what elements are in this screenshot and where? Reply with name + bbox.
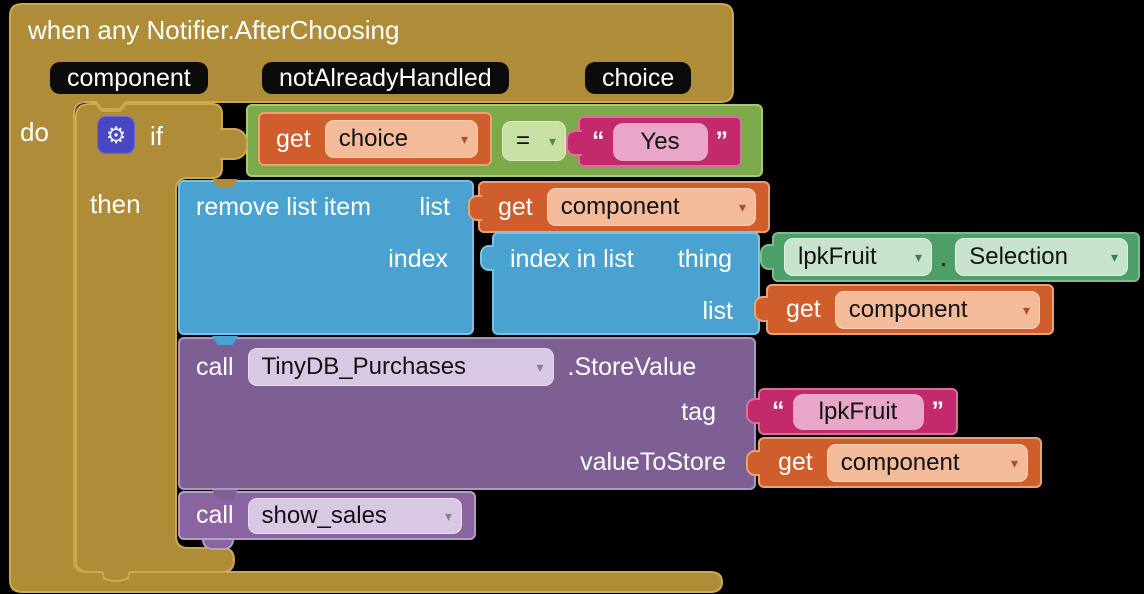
procedure-name: show_sales [261,501,387,529]
if-label: if [150,121,163,151]
open-quote: “ [772,397,785,425]
variable-dropdown[interactable]: component ▾ [826,443,1028,482]
get-component-block[interactable]: get component ▾ [478,181,770,233]
dropdown-arrow-icon: ▾ [1022,301,1030,318]
if-socket-tab [220,128,248,160]
component-dropdown[interactable]: lpkFruit ▾ [784,238,932,276]
call-label: call [196,501,234,529]
dropdown-arrow-icon: ▾ [548,133,556,149]
get-choice-block[interactable]: get choice ▾ [258,112,492,166]
get-label: get [778,448,813,476]
dropdown-arrow-icon: ▾ [460,131,468,147]
close-quote: ” [715,127,729,155]
component-name: TinyDB_Purchases [261,353,467,380]
dropdown-arrow-icon: ▾ [536,359,544,375]
then-label: then [90,189,141,219]
dropdown-arrow-icon: ▾ [738,199,746,215]
open-quote: “ [592,127,605,155]
plug-tab [760,244,774,270]
property-dropdown[interactable]: Selection ▾ [955,238,1128,276]
next-statement-tab [202,537,234,550]
string-value: lpkFruit [818,397,898,425]
plug-tab [566,130,582,156]
plug-tab [468,195,482,221]
dropdown-arrow-icon: ▾ [914,249,922,265]
call-label: call [196,352,234,381]
statement-notch [212,336,238,345]
method-label: .StoreValue [567,352,697,381]
property-dot: . [940,241,948,272]
get-label: get [786,295,821,323]
close-quote: ” [931,397,945,425]
get-component-block[interactable]: get component ▾ [766,284,1054,335]
show-sales-call-block[interactable]: call show_sales ▾ [178,490,476,540]
index-in-list-label: index in list [510,245,634,273]
when-block-title: when any Notifier.AfterChoosing [28,15,400,45]
variable-name: choice [338,125,409,152]
plug-tab [746,450,760,476]
index-in-list-block[interactable]: index in list thing list [492,232,760,335]
procedure-dropdown[interactable]: show_sales ▾ [247,497,462,534]
remove-list-item-block[interactable]: remove list item list index [178,179,474,335]
text-string-tag-block[interactable]: “ lpkFruit ” [758,388,958,435]
param-badge-notalreadyhandled[interactable]: notAlreadyHandled [262,62,509,94]
variable-dropdown[interactable]: choice ▾ [324,120,478,158]
do-label: do [20,117,49,147]
plug-tab [754,296,768,322]
tinydb-storevalue-call-block[interactable]: call TinyDB_Purchases ▾ .StoreValue tag … [178,336,756,490]
tag-socket-label: tag [681,398,716,426]
component-selection-getter-block[interactable]: lpkFruit ▾ . Selection ▾ [772,232,1140,282]
valuetostore-socket-label: valueToStore [580,448,726,476]
mutator-gear-icon[interactable]: ⚙ [97,116,135,154]
param-badge-component[interactable]: component [50,62,208,94]
get-component-block[interactable]: get component ▾ [758,437,1042,488]
text-string-yes-block[interactable]: “ Yes ” [578,116,742,167]
component-dropdown[interactable]: TinyDB_Purchases ▾ [247,348,554,386]
variable-name: component [848,295,968,323]
property-name: Selection [969,243,1068,270]
param-badge-choice[interactable]: choice [585,62,692,94]
variable-dropdown[interactable]: component ▾ [834,290,1040,329]
dropdown-arrow-icon: ▾ [1010,454,1018,471]
statement-notch [212,179,238,188]
thing-socket-label: thing [677,245,732,273]
string-value: Yes [640,127,680,155]
variable-name: component [840,448,960,476]
dropdown-arrow-icon: ▾ [1110,249,1118,265]
variable-dropdown[interactable]: component ▾ [546,188,756,226]
get-label: get [276,124,311,153]
string-input[interactable]: lpkFruit [792,393,924,430]
index-socket-label: index [388,245,448,273]
plug-tab [746,398,760,424]
dropdown-arrow-icon: ▾ [444,507,452,524]
plug-tab [480,245,494,271]
get-label: get [498,192,533,221]
variable-name: component [560,193,680,220]
statement-notch [212,490,238,499]
remove-list-item-label: remove list item [196,193,372,221]
string-input[interactable]: Yes [612,122,708,161]
component-name: lpkFruit [798,243,877,270]
operator-dropdown[interactable]: = ▾ [502,121,566,161]
operator-symbol: = [516,127,531,154]
list-socket-label: list [702,297,733,325]
list-socket-label: list [419,193,450,221]
